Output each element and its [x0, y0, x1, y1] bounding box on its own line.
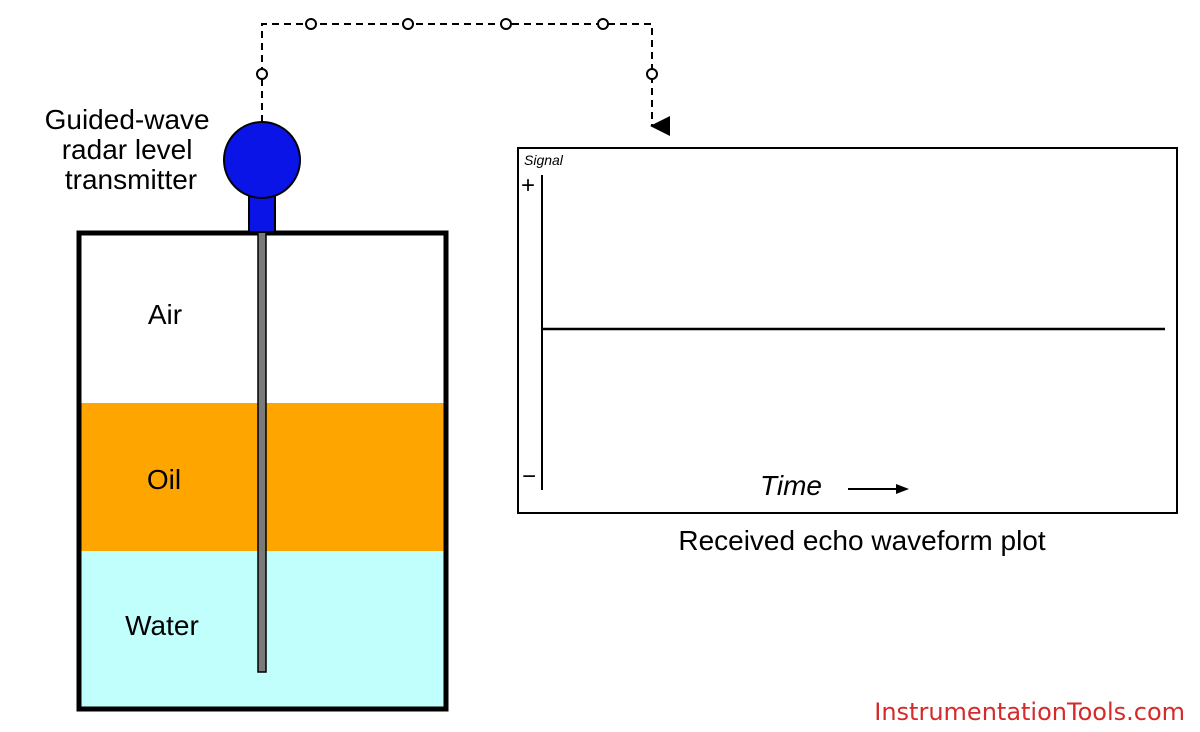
waveform-plot-frame — [517, 147, 1178, 514]
transmitter-label-line-2: radar level — [62, 134, 193, 165]
plot-caption: Received echo waveform plot — [678, 525, 1046, 556]
air-label: Air — [148, 299, 182, 330]
transmitter-label: Guided-wave radar level transmitter — [45, 104, 218, 195]
transmitter-label-line-1: Guided-wave — [45, 104, 210, 135]
signal-node — [402, 18, 414, 30]
plot-plus-symbol: + — [521, 172, 535, 199]
transmitter-label-line-3: transmitter — [65, 164, 197, 195]
signal-node — [597, 18, 609, 30]
signal-path-line — [261, 23, 670, 136]
plot-y-axis-label: Signal — [524, 152, 564, 168]
time-arrow-head — [896, 484, 909, 494]
probe-rod — [257, 229, 267, 673]
oil-label: Oil — [147, 464, 181, 495]
signal-path-nodes — [256, 18, 658, 80]
signal-node — [500, 18, 512, 30]
watermark-text: InstrumentationTools.com — [874, 698, 1185, 726]
signal-node — [305, 18, 317, 30]
plot-x-axis-label: Time — [760, 470, 822, 501]
transmitter-head — [223, 121, 301, 199]
signal-node — [646, 68, 658, 80]
signal-node — [256, 68, 268, 80]
water-label: Water — [125, 610, 199, 641]
plot-minus-symbol: − — [522, 463, 536, 490]
